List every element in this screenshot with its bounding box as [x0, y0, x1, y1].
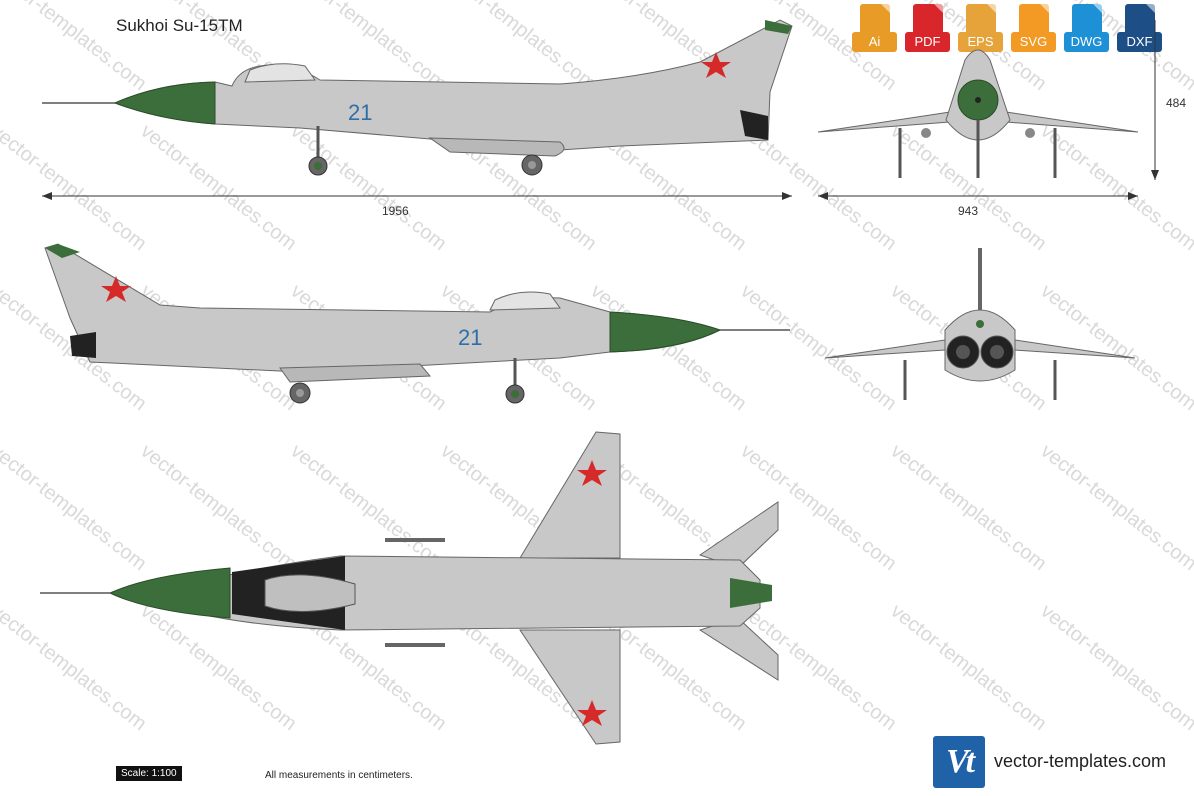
height-dimension-line [1151, 20, 1159, 180]
red-star-icon [101, 276, 131, 302]
format-ai-icon[interactable]: Ai [852, 4, 897, 52]
format-label: PDF [905, 32, 950, 52]
site-logo: Vt [933, 736, 985, 788]
format-dxf-icon[interactable]: DXF [1117, 4, 1162, 52]
height-dimension-label: 484 [1166, 96, 1187, 110]
format-label: DWG [1064, 32, 1109, 52]
page-fold-icon [881, 4, 890, 13]
page-fold-icon [1093, 4, 1102, 13]
page-fold-icon [1040, 4, 1049, 13]
format-label: DXF [1117, 32, 1162, 52]
side-view-left: 21 [42, 19, 793, 176]
page-fold-icon [934, 4, 943, 13]
format-label: Ai [852, 32, 897, 52]
format-svg-icon[interactable]: SVG [1011, 4, 1056, 52]
front-view [817, 49, 1139, 178]
format-eps-icon[interactable]: EPS [958, 4, 1003, 52]
format-label: EPS [958, 32, 1003, 52]
site-url-link[interactable]: vector-templates.com [994, 751, 1167, 771]
measurement-note: All measurements in centimeters. [265, 770, 413, 781]
page-fold-icon [987, 4, 996, 13]
page-title: Sukhoi Su-15TM [116, 16, 243, 35]
red-star-icon [577, 460, 607, 486]
red-star-icon [701, 52, 731, 78]
red-star-icon [577, 700, 607, 726]
length-dimension-line [42, 192, 792, 200]
side-tail-number-left: 21 [348, 100, 372, 125]
length-dimension-label: 1956 [382, 204, 409, 218]
scale-badge: Scale: 1:100 [116, 766, 182, 781]
format-label: SVG [1011, 32, 1056, 52]
span-dimension-label: 943 [958, 204, 979, 218]
format-dwg-icon[interactable]: DWG [1064, 4, 1109, 52]
span-dimension-line [818, 192, 1138, 200]
rear-view [824, 248, 1136, 400]
format-icon-bar: Ai PDF EPS SVG DWG DXF [852, 4, 1162, 52]
side-view-right: 21 [44, 243, 790, 404]
page-fold-icon [1146, 4, 1155, 13]
side-tail-number-right: 21 [458, 325, 482, 350]
format-pdf-icon[interactable]: PDF [905, 4, 950, 52]
top-view [40, 431, 779, 745]
